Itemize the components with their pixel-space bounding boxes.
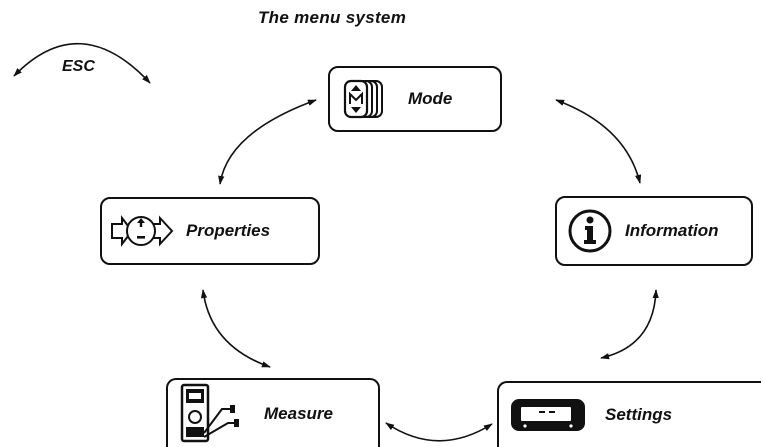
information-label: Information (625, 221, 719, 240)
node-measure[interactable]: Measure (166, 378, 380, 447)
node-properties[interactable]: Properties (100, 197, 320, 265)
mode-label: Mode (408, 89, 453, 108)
arrow-mode-properties (218, 99, 317, 185)
node-information[interactable]: Information (555, 196, 753, 266)
mode-keypad-icon (342, 77, 392, 121)
node-settings[interactable]: Settings (497, 381, 761, 447)
arrow-measure-settings (385, 422, 493, 442)
esc-arc-arrow (13, 42, 151, 84)
properties-label: Properties (186, 221, 271, 240)
arrow-properties-measure (200, 289, 271, 368)
info-icon (567, 208, 613, 254)
node-mode[interactable]: Mode (328, 66, 502, 132)
meter-probe-icon (178, 383, 258, 445)
device-display-icon (509, 395, 587, 435)
properties-icon (110, 204, 174, 258)
arrow-mode-information (555, 99, 642, 184)
arrow-information-settings (600, 289, 659, 360)
diagram-title: The menu system (258, 8, 407, 27)
settings-label: Settings (605, 405, 673, 424)
measure-label: Measure (264, 403, 333, 423)
